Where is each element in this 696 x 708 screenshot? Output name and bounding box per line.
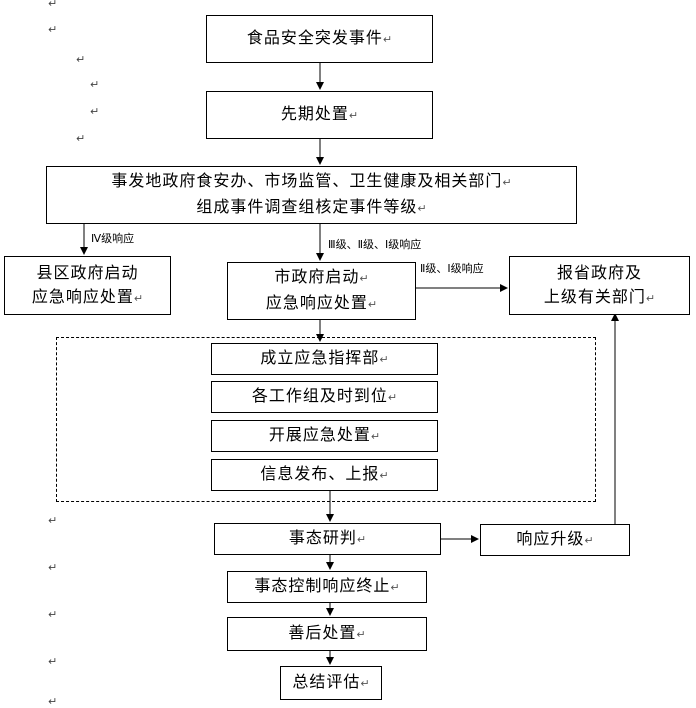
paragraph-mark: ↵ bbox=[502, 176, 512, 189]
node-label: 组成事件调查组核定事件等级 bbox=[196, 197, 418, 216]
node-food-safety-event: 食品安全突发事件↵ bbox=[206, 15, 433, 63]
node-label: 善后处置 bbox=[288, 623, 357, 642]
node-situation-assessment: 事态研判↵ bbox=[214, 523, 441, 555]
paragraph-mark: ↵ bbox=[387, 391, 398, 404]
paragraph-mark: ↵ bbox=[133, 291, 144, 305]
paragraph-mark: ↵ bbox=[360, 677, 370, 690]
paragraph-mark: ↵ bbox=[76, 132, 86, 145]
paragraph-mark: ↵ bbox=[76, 53, 86, 66]
node-county-response: 县区政府启动 应急响应处置↵ bbox=[4, 256, 171, 315]
paragraph-mark: ↵ bbox=[356, 533, 367, 546]
node-label: 县区政府启动 bbox=[36, 262, 139, 282]
node-teams-in-place: 各工作组及时到位↵ bbox=[211, 381, 438, 413]
node-label: 事态研判 bbox=[288, 528, 357, 547]
node-label: 先期处置 bbox=[280, 104, 349, 123]
node-label: 信息发布、上报 bbox=[260, 464, 380, 483]
node-investigation-team: 事发地政府食安办、市场监管、卫生健康及相关部门↵ 组成事件调查组核定事件等级↵ bbox=[46, 166, 577, 224]
paragraph-mark: ↵ bbox=[584, 534, 594, 547]
paragraph-mark: ↵ bbox=[48, 561, 58, 574]
paragraph-mark: ↵ bbox=[367, 298, 378, 311]
node-aftermath-handling: 善后处置↵ bbox=[227, 617, 427, 651]
paragraph-mark: ↵ bbox=[417, 202, 427, 215]
paragraph-mark: ↵ bbox=[370, 430, 381, 443]
node-establish-command: 成立应急指挥部↵ bbox=[211, 343, 438, 375]
node-label: 应急响应处置 bbox=[265, 293, 368, 312]
node-response-termination: 事态控制响应终止↵ bbox=[227, 571, 427, 603]
paragraph-mark: ↵ bbox=[348, 109, 359, 122]
paragraph-mark: ↵ bbox=[90, 105, 100, 118]
node-label: 开展应急处置 bbox=[268, 425, 371, 444]
paragraph-mark: ↵ bbox=[48, 695, 58, 708]
edge-label-level-1-2-3: Ⅲ级、Ⅱ级、Ⅰ级响应 bbox=[328, 238, 422, 252]
node-label: 报省政府及 bbox=[556, 262, 642, 282]
paragraph-mark: ↵ bbox=[379, 353, 389, 366]
paragraph-mark: ↵ bbox=[390, 581, 400, 594]
node-report-province: 报省政府及 上级有关部门↵ bbox=[509, 256, 690, 315]
node-label: 上级有关部门 bbox=[543, 286, 646, 306]
paragraph-mark: ↵ bbox=[645, 291, 656, 305]
paragraph-mark: ↵ bbox=[379, 469, 389, 482]
edge-label-level-4: Ⅳ级响应 bbox=[91, 232, 135, 246]
paragraph-mark: ↵ bbox=[90, 78, 100, 91]
node-city-response: 市政府启动↵ 应急响应处置↵ bbox=[227, 262, 416, 320]
paragraph-mark: ↵ bbox=[48, 23, 58, 36]
paragraph-mark: ↵ bbox=[48, 514, 58, 527]
node-label: 各工作组及时到位 bbox=[251, 386, 388, 405]
node-label: 总结评估 bbox=[292, 672, 361, 691]
node-label: 响应升级 bbox=[516, 529, 585, 548]
node-label: 应急响应处置 bbox=[31, 286, 134, 306]
node-initial-handling: 先期处置↵ bbox=[206, 91, 433, 139]
node-label: 食品安全突发事件 bbox=[246, 28, 383, 47]
paragraph-mark: ↵ bbox=[382, 33, 393, 46]
node-summary-evaluation: 总结评估↵ bbox=[280, 666, 382, 700]
node-label: 成立应急指挥部 bbox=[260, 348, 380, 367]
edge-label-level-1-2: Ⅱ级、Ⅰ级响应 bbox=[420, 262, 484, 276]
node-info-release: 信息发布、上报↵ bbox=[211, 459, 438, 491]
node-label: 事发地政府食安办、市场监管、卫生健康及相关部门 bbox=[111, 171, 503, 190]
paragraph-mark: ↵ bbox=[48, 0, 58, 10]
node-response-upgrade: 响应升级↵ bbox=[480, 524, 630, 556]
node-label: 市政府启动 bbox=[274, 267, 360, 286]
paragraph-mark: ↵ bbox=[356, 628, 366, 641]
paragraph-mark: ↵ bbox=[359, 272, 369, 285]
paragraph-mark: ↵ bbox=[48, 608, 58, 621]
node-emergency-handling: 开展应急处置↵ bbox=[211, 420, 438, 452]
node-label: 事态控制响应终止 bbox=[254, 576, 391, 595]
paragraph-mark: ↵ bbox=[48, 655, 58, 668]
emergency-response-group-frame bbox=[56, 337, 596, 502]
